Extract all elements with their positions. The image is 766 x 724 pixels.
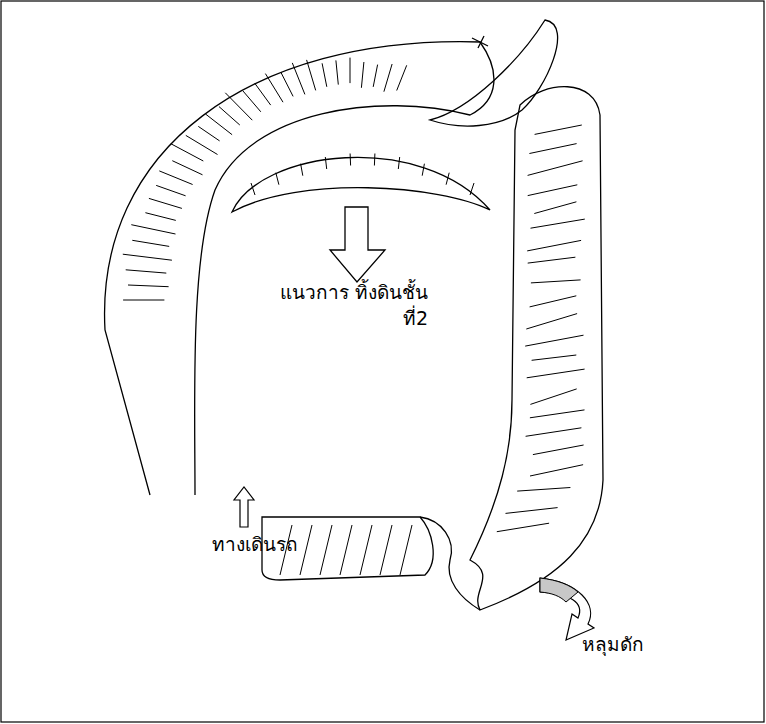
hatch-line (325, 157, 326, 169)
hatch-line (528, 161, 583, 176)
hatch-line (528, 185, 578, 196)
hatch-line (398, 157, 399, 169)
hatch-line (527, 240, 581, 251)
hatch-line (198, 126, 219, 140)
hatch-line (172, 161, 202, 175)
hatch-line (132, 240, 169, 246)
hatch-line (123, 300, 164, 301)
hatch-line (265, 74, 283, 103)
hatch-line (322, 63, 327, 87)
hatch-line (400, 525, 412, 575)
cross-mark (472, 36, 488, 48)
soil-crescent (232, 157, 490, 212)
hatch-line (422, 164, 424, 176)
hatch-line (243, 91, 261, 112)
hatch-line (533, 445, 584, 455)
hatch-line (206, 114, 233, 135)
hatch-line (171, 144, 204, 161)
hatch-line (529, 144, 576, 154)
hatch-line (534, 202, 576, 214)
road-label: ทางเดินรถ (212, 532, 298, 558)
hatch-line (360, 525, 372, 575)
hatch-line (131, 225, 175, 234)
hatch-line (530, 296, 577, 307)
direction-arrow (330, 207, 385, 282)
hatch-line (350, 58, 351, 84)
hatch-line (251, 183, 255, 195)
curved-arrow-shade (540, 578, 578, 602)
hatch-line (470, 183, 474, 195)
hatch-line (497, 523, 549, 532)
hatch-line (126, 270, 167, 273)
hatch-line (340, 525, 352, 575)
hatch-line (525, 335, 583, 346)
hatch-line (535, 125, 582, 134)
hatch-line (149, 198, 182, 208)
soil-band (470, 87, 603, 610)
hatch-line (219, 107, 240, 125)
hatch-line (336, 60, 338, 84)
hatch-line (526, 428, 582, 437)
hatch-line (292, 63, 305, 95)
hatch-line (374, 154, 376, 166)
soil-band (105, 42, 494, 495)
hatch-line (156, 185, 185, 195)
hatch-line (527, 369, 585, 378)
hatch-line (531, 219, 585, 228)
hatch-line (307, 60, 316, 91)
hatch-line (361, 62, 364, 88)
soil-hook (420, 517, 480, 610)
hatch-line (446, 173, 449, 185)
hatch-line (373, 65, 377, 87)
hatch-line (506, 508, 558, 514)
hatch-line (380, 525, 392, 575)
hatch-line (281, 72, 293, 96)
hatch-line (530, 465, 583, 476)
entry-arrow (234, 487, 254, 527)
trap-pit-label: หลุมดัก (582, 632, 644, 658)
hatch-line (123, 254, 172, 260)
hatch-line (526, 314, 577, 329)
hatch-line (128, 285, 169, 287)
hatch-line (528, 257, 576, 263)
hatch-line (186, 135, 218, 154)
hatch-line (276, 173, 279, 185)
hatch-line (517, 488, 570, 492)
curved-arrow (540, 578, 594, 640)
hatch-line (350, 154, 352, 166)
hatch-line (145, 213, 175, 221)
hatch-line (531, 280, 581, 283)
hatch-line (301, 164, 303, 176)
fill-direction-label: แนวการ ทิ้งดินชั้นที่2 (268, 280, 428, 331)
hatch-line (530, 389, 576, 405)
hatch-line (530, 410, 585, 418)
hatch-line (532, 355, 577, 360)
soil-lobe (430, 20, 558, 126)
hatch-line (384, 64, 392, 92)
hatch-line (255, 83, 271, 105)
hatch-line (159, 171, 192, 185)
hatch-line (300, 525, 312, 575)
hatch-line (397, 65, 407, 90)
hatch-line (320, 525, 332, 575)
